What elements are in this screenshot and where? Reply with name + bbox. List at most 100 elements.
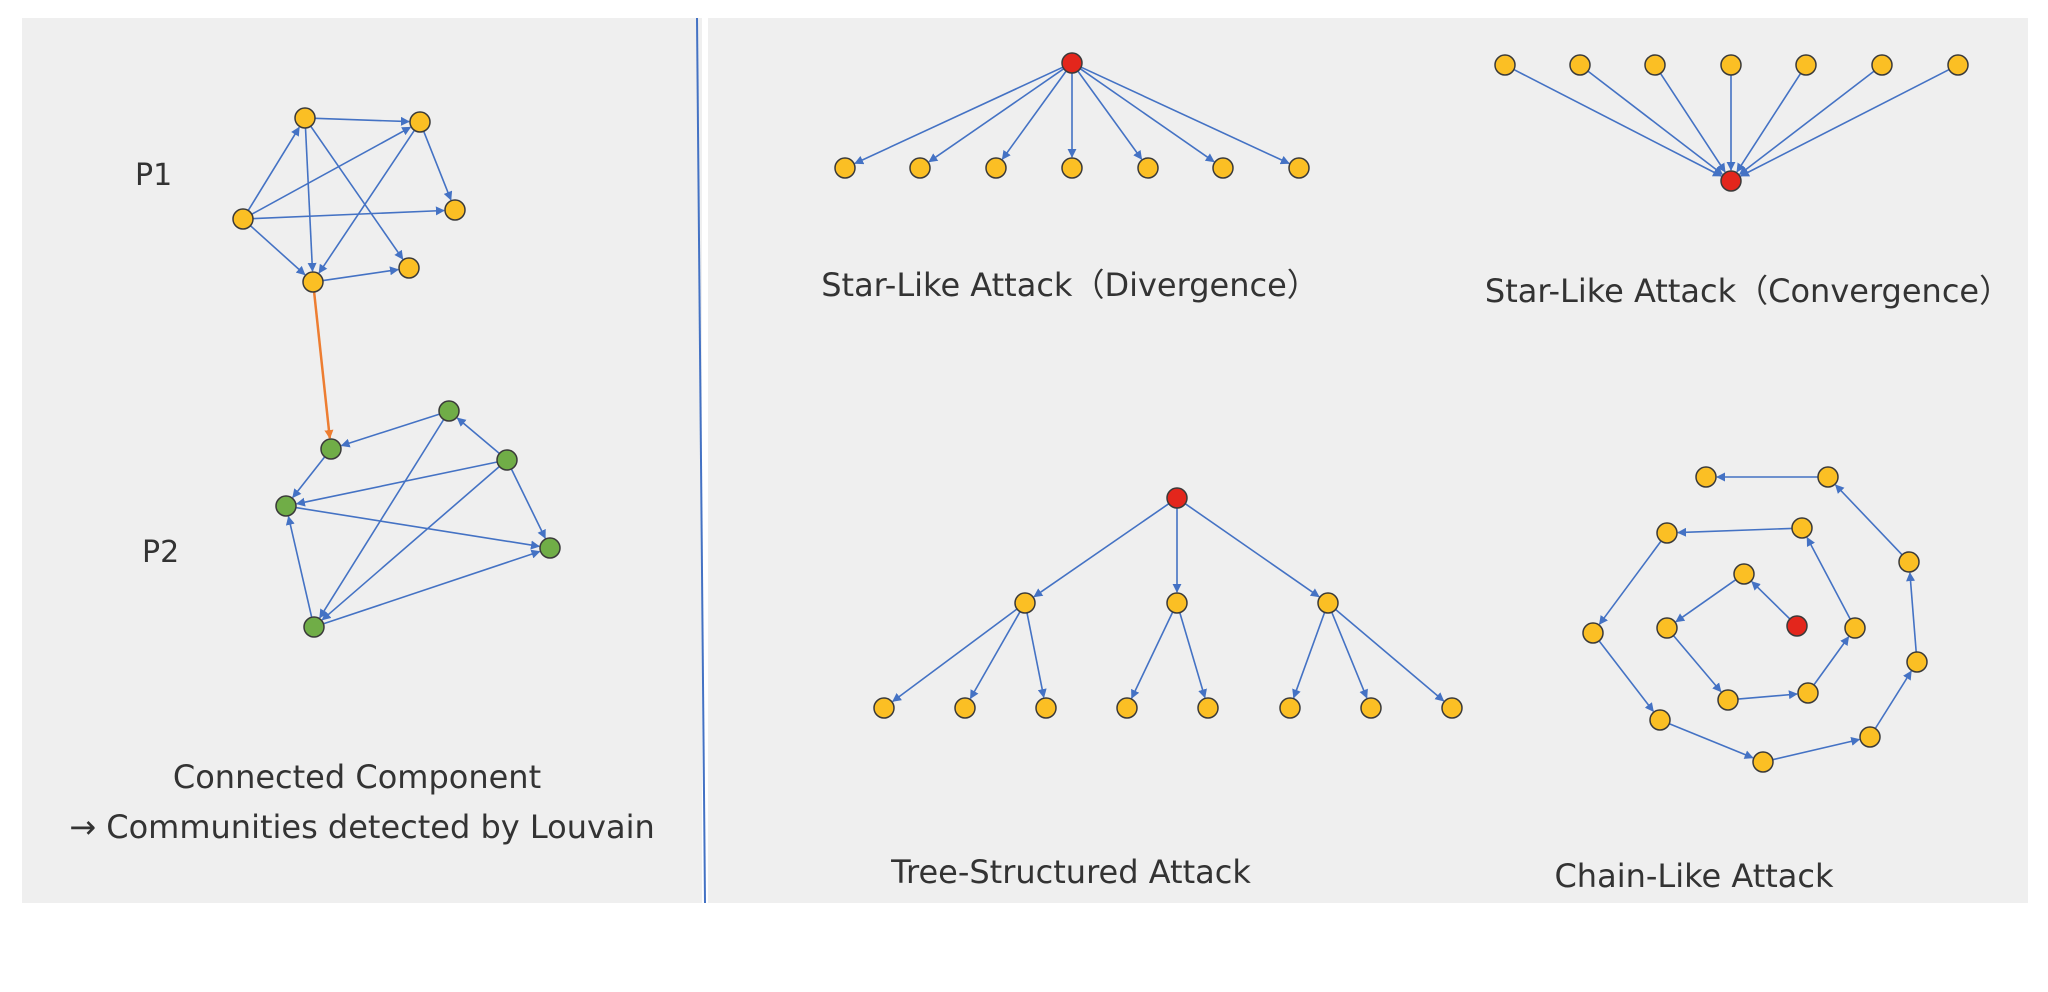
edge-t3-to-tl7 bbox=[1331, 611, 1368, 699]
edge-sd0-to-sd1 bbox=[854, 66, 1064, 165]
edge-c9-to-c10 bbox=[1668, 723, 1754, 759]
edge-g2-to-g4 bbox=[292, 456, 326, 499]
node-g6 bbox=[303, 616, 325, 638]
node-c10 bbox=[1752, 751, 1774, 773]
node-sd3 bbox=[985, 157, 1007, 179]
node-g1 bbox=[438, 400, 460, 422]
right-panel-background bbox=[708, 18, 2028, 903]
edge-a5-to-g2 bbox=[312, 291, 334, 439]
node-tl6 bbox=[1279, 697, 1301, 719]
edge-sc2-to-sc0 bbox=[1587, 70, 1724, 175]
node-c2 bbox=[1656, 617, 1678, 639]
node-a4 bbox=[444, 199, 466, 221]
edge-c11-to-c12 bbox=[1874, 670, 1912, 729]
node-sc4 bbox=[1720, 54, 1742, 76]
node-c13 bbox=[1898, 551, 1920, 573]
node-a2 bbox=[409, 111, 431, 133]
edge-sc7-to-sc0 bbox=[1739, 68, 1950, 177]
edge-sd0-to-sd7 bbox=[1080, 66, 1290, 165]
edge-a1-to-a2 bbox=[314, 116, 410, 126]
edge-c0-to-c1 bbox=[1751, 581, 1791, 620]
node-tl7 bbox=[1360, 697, 1382, 719]
node-tl2 bbox=[954, 697, 976, 719]
community-label-p2: P2 bbox=[142, 535, 179, 570]
left-caption-line1: Connected Component bbox=[173, 758, 541, 796]
node-sc0 bbox=[1720, 170, 1742, 192]
edge-t0-to-t3 bbox=[1184, 503, 1320, 598]
edge-sd0-to-sd2 bbox=[928, 68, 1065, 163]
edge-g6-to-g5 bbox=[323, 549, 541, 625]
node-sc5 bbox=[1795, 54, 1817, 76]
edge-c1-to-c2 bbox=[1675, 579, 1737, 623]
edge-sc3-to-sc0 bbox=[1659, 72, 1726, 173]
edge-t3-to-tl6 bbox=[1292, 612, 1326, 699]
node-c15 bbox=[1695, 466, 1717, 488]
node-sc1 bbox=[1494, 54, 1516, 76]
edge-g3-to-g1 bbox=[456, 417, 500, 455]
edge-c4-to-c5 bbox=[1813, 636, 1850, 686]
edge-sd0-to-sd3 bbox=[1001, 70, 1067, 160]
node-c4 bbox=[1797, 682, 1819, 704]
edge-a1-to-a6 bbox=[310, 125, 404, 260]
edge-t1-to-tl2 bbox=[969, 611, 1021, 700]
edge-c5-to-c6 bbox=[1806, 536, 1852, 620]
node-t1 bbox=[1014, 592, 1036, 614]
node-a5 bbox=[302, 271, 324, 293]
edge-t2-to-tl4 bbox=[1130, 611, 1174, 699]
node-sd2 bbox=[909, 157, 931, 179]
edge-t1-to-tl1 bbox=[892, 608, 1018, 703]
node-tl3 bbox=[1035, 697, 1057, 719]
node-c8 bbox=[1582, 622, 1604, 644]
edge-a3-to-a2 bbox=[251, 126, 412, 215]
node-sc6 bbox=[1871, 54, 1893, 76]
edge-g3-to-g5 bbox=[510, 468, 546, 539]
edge-t2-to-tl5 bbox=[1179, 612, 1207, 699]
edge-t0-to-t1 bbox=[1033, 503, 1170, 598]
node-g4 bbox=[275, 495, 297, 517]
edge-a2-to-a5 bbox=[318, 129, 416, 274]
edge-c8-to-c9 bbox=[1598, 640, 1654, 713]
edge-g3-to-g4 bbox=[295, 461, 498, 507]
node-a6 bbox=[398, 257, 420, 279]
node-tl8 bbox=[1441, 697, 1463, 719]
community-label-p1: P1 bbox=[135, 158, 172, 193]
node-g2 bbox=[320, 438, 342, 460]
node-g3 bbox=[496, 449, 518, 471]
edge-a3-to-a1 bbox=[247, 126, 300, 211]
edge-g1-to-g2 bbox=[340, 413, 440, 448]
edge-sc5-to-sc0 bbox=[1736, 72, 1802, 173]
edge-t3-to-tl8 bbox=[1335, 608, 1445, 702]
node-tl5 bbox=[1197, 697, 1219, 719]
edge-c12-to-c13 bbox=[1906, 572, 1917, 653]
caption-star-convergence: Star-Like Attack（Convergence） bbox=[1485, 272, 2011, 310]
edge-g4-to-g5 bbox=[295, 506, 540, 550]
node-c1 bbox=[1733, 563, 1755, 585]
edge-c3-to-c4 bbox=[1737, 690, 1798, 700]
edge-a1-to-a5 bbox=[304, 127, 317, 272]
node-c11 bbox=[1859, 726, 1881, 748]
edge-g6-to-g4 bbox=[285, 515, 313, 618]
node-c5 bbox=[1844, 617, 1866, 639]
node-t0 bbox=[1166, 487, 1188, 509]
node-c6 bbox=[1791, 517, 1813, 539]
node-t2 bbox=[1166, 592, 1188, 614]
node-a3 bbox=[232, 208, 254, 230]
edge-c6-to-c7 bbox=[1677, 527, 1793, 537]
edge-a3-to-a5 bbox=[249, 225, 306, 276]
edge-g1-to-g6 bbox=[319, 419, 445, 619]
edge-sd0-to-sd5 bbox=[1077, 70, 1143, 160]
panel-divider bbox=[696, 17, 706, 904]
nodes-layer bbox=[232, 52, 1969, 773]
edge-sd0-to-sd6 bbox=[1079, 68, 1215, 163]
node-t3 bbox=[1317, 592, 1339, 614]
caption-tree: Tree-Structured Attack bbox=[890, 853, 1251, 891]
node-a1 bbox=[294, 107, 316, 129]
node-sc7 bbox=[1947, 54, 1969, 76]
node-c9 bbox=[1649, 709, 1671, 731]
node-sd7 bbox=[1288, 157, 1310, 179]
caption-star-divergence: Star-Like Attack（Divergence） bbox=[821, 266, 1319, 304]
edge-a3-to-a4 bbox=[252, 206, 445, 220]
node-tl1 bbox=[873, 697, 895, 719]
node-sd0 bbox=[1061, 52, 1083, 74]
